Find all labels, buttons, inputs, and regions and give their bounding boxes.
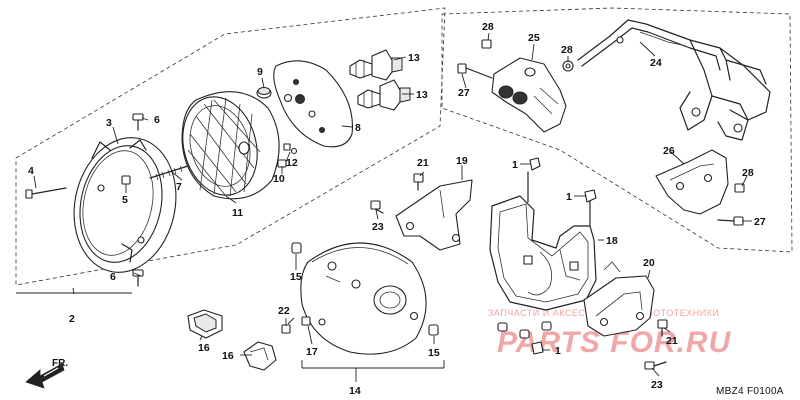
callout-16-lower: 16 <box>222 350 234 362</box>
callout-10: 10 <box>273 173 285 185</box>
clip-1-upper <box>529 157 541 171</box>
front-arrow: FR. <box>25 358 68 389</box>
callout-1-lower: 1 <box>555 345 561 357</box>
bracket-20 <box>583 261 655 337</box>
leader-lines <box>16 32 752 382</box>
headlight-unit <box>181 91 280 200</box>
callout-8: 8 <box>355 122 361 134</box>
screw-6-upper <box>132 113 144 131</box>
clip-15-upper <box>291 242 302 254</box>
callout-28-top: 28 <box>482 21 494 33</box>
callout-25: 25 <box>528 32 540 44</box>
nut-5 <box>121 175 131 185</box>
callout-18: 18 <box>606 235 618 247</box>
callout-13-upper: 13 <box>408 52 420 64</box>
callout-9: 9 <box>257 66 263 78</box>
callout-6-upper: 6 <box>154 114 160 126</box>
callout-2: 2 <box>69 313 75 325</box>
bolt-21-upper <box>413 173 424 191</box>
callout-20: 20 <box>643 257 655 269</box>
wire-stay-18 <box>489 171 597 311</box>
headlight-case <box>300 242 427 355</box>
nut-17 <box>301 316 311 326</box>
grommet <box>256 87 272 99</box>
bolt-23-lower <box>644 361 667 370</box>
callout-3: 3 <box>106 117 112 129</box>
callout-23-left: 23 <box>372 221 384 233</box>
screw-6-lower <box>132 269 144 287</box>
upper-stay-24 <box>577 19 771 141</box>
bolt-27-upper <box>457 63 493 79</box>
callout-21-upper: 21 <box>417 157 429 169</box>
nut-22 <box>281 324 291 334</box>
clip-1-middle <box>584 189 597 203</box>
bracket-26 <box>655 149 729 215</box>
rim-screw-4 <box>25 187 67 199</box>
callout-5: 5 <box>122 194 128 206</box>
callout-13-lower: 13 <box>416 89 428 101</box>
bracket-19 <box>395 179 473 251</box>
callout-6-lower: 6 <box>110 271 116 283</box>
cable-clamp-lower <box>243 341 277 371</box>
headlight-rim <box>73 137 177 273</box>
callout-19: 19 <box>456 155 468 167</box>
callout-7: 7 <box>176 181 182 193</box>
nut-28-right <box>734 183 745 193</box>
callout-23-lower: 23 <box>651 379 663 391</box>
callout-26: 26 <box>663 145 675 157</box>
callout-4: 4 <box>28 165 34 177</box>
callout-27-upper: 27 <box>458 87 470 99</box>
assembly-group-box <box>15 7 446 286</box>
clip-1-lower <box>531 341 544 355</box>
bulb-upper <box>349 49 403 81</box>
bulb-cover <box>273 60 354 148</box>
clip-15-lower <box>428 324 439 336</box>
washer-28-mid <box>562 60 574 72</box>
cable-clamp-upper <box>187 309 223 339</box>
callout-28-mid: 28 <box>561 44 573 56</box>
callout-1-upper: 1 <box>512 159 518 171</box>
callout-11: 11 <box>232 207 243 219</box>
nut-10-12 <box>277 143 298 168</box>
callout-22: 22 <box>278 305 290 317</box>
callout-1-middle: 1 <box>566 191 572 203</box>
bolt-23-left <box>370 200 384 214</box>
callout-12: 12 <box>286 157 298 169</box>
bolt-27-right <box>717 216 744 226</box>
callout-24: 24 <box>650 57 662 69</box>
nut-28-top <box>481 39 492 49</box>
callout-27-right: 27 <box>754 216 766 228</box>
stay-group-box <box>441 7 793 253</box>
callout-21-lower: 21 <box>666 335 678 347</box>
front-label: FR. <box>52 358 68 369</box>
callout-labels: 3 6 4 5 7 11 9 8 13 13 12 10 6 2 15 15 2… <box>28 21 766 397</box>
callout-16-upper: 16 <box>198 342 210 354</box>
bolt-21-lower <box>657 319 668 337</box>
bracket-25 <box>491 57 567 133</box>
adjusting-screw <box>149 165 189 181</box>
bulb-lower <box>357 79 411 111</box>
collars-lower <box>497 321 552 339</box>
callout-15-lower: 15 <box>428 347 440 359</box>
callout-17: 17 <box>306 346 318 358</box>
diagram-code: MBZ4 F0100A <box>716 386 784 397</box>
callout-28-right: 28 <box>742 167 754 179</box>
callout-15-upper: 15 <box>290 271 302 283</box>
callout-14: 14 <box>349 385 361 397</box>
